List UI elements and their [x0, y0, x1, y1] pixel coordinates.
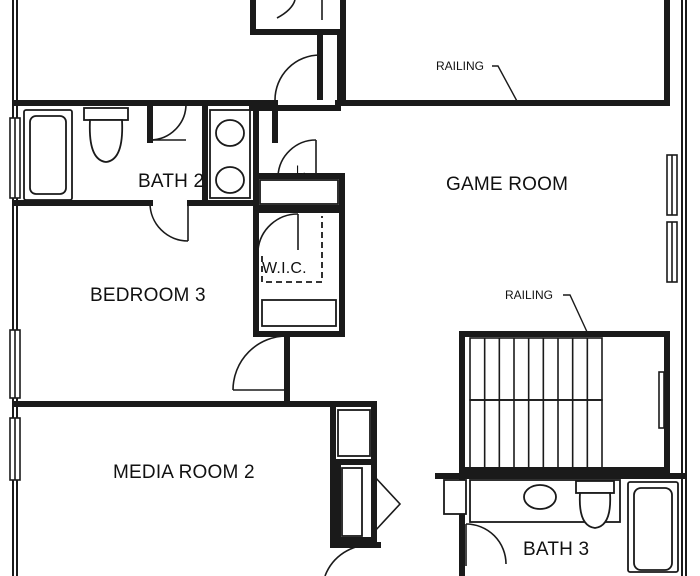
room-label-bedroom-3: BEDROOM 3 — [90, 285, 206, 306]
media-closet — [324, 401, 402, 576]
room-label-game-room: GAME ROOM — [446, 174, 568, 195]
railing-label-top: RAILING — [436, 59, 484, 73]
room-label-linen: L. — [296, 163, 306, 177]
stair-treads — [483, 338, 589, 468]
linen-wic-block — [249, 105, 345, 337]
room-label-media-room-2: MEDIA ROOM 2 — [113, 462, 255, 483]
railing-label-mid: RAILING — [505, 288, 553, 302]
staircase — [459, 331, 670, 473]
bedroom3-media-walls — [12, 331, 377, 465]
top-walls — [250, 0, 670, 106]
railing-leaders — [492, 65, 589, 335]
room-label-bath-2: BATH 2 — [138, 171, 204, 192]
upper-bedroom-wall — [12, 100, 278, 143]
room-label-bath-3: BATH 3 — [523, 539, 589, 560]
bath-3 — [435, 467, 687, 576]
room-label-wic: W.I.C. — [262, 260, 307, 277]
